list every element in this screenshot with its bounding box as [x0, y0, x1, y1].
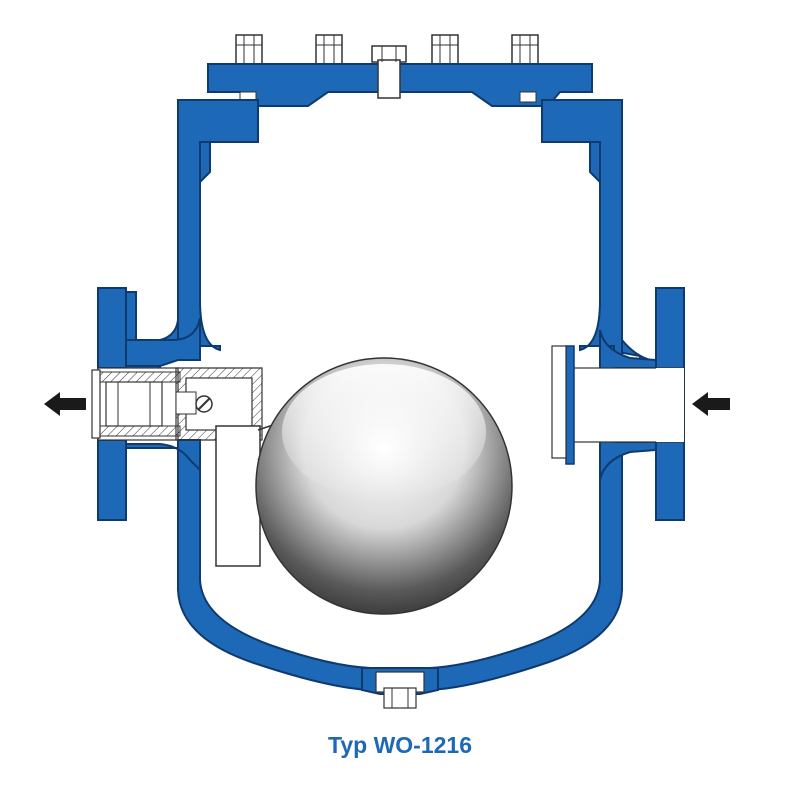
- bolt-3: [431, 34, 459, 66]
- right-wall: [541, 99, 623, 361]
- float-ball: [255, 357, 513, 615]
- bolt-shanks: [239, 91, 537, 103]
- bolt-4: [511, 34, 539, 66]
- model-caption: Typ WO-1216: [328, 732, 472, 758]
- arrow-left-icon: [44, 392, 86, 416]
- drain-plug: [361, 667, 439, 709]
- vent-plug: [371, 45, 407, 99]
- inlet-flange: [551, 287, 685, 521]
- bolt-2: [315, 34, 343, 66]
- left-wall: [177, 99, 259, 361]
- cover-bolts: [235, 34, 539, 66]
- float-lever: [215, 425, 261, 567]
- outlet-valve-assembly: [91, 367, 263, 441]
- bolt-1: [235, 34, 263, 66]
- outlet-flange: [97, 287, 201, 521]
- arrow-left-icon: [692, 392, 730, 416]
